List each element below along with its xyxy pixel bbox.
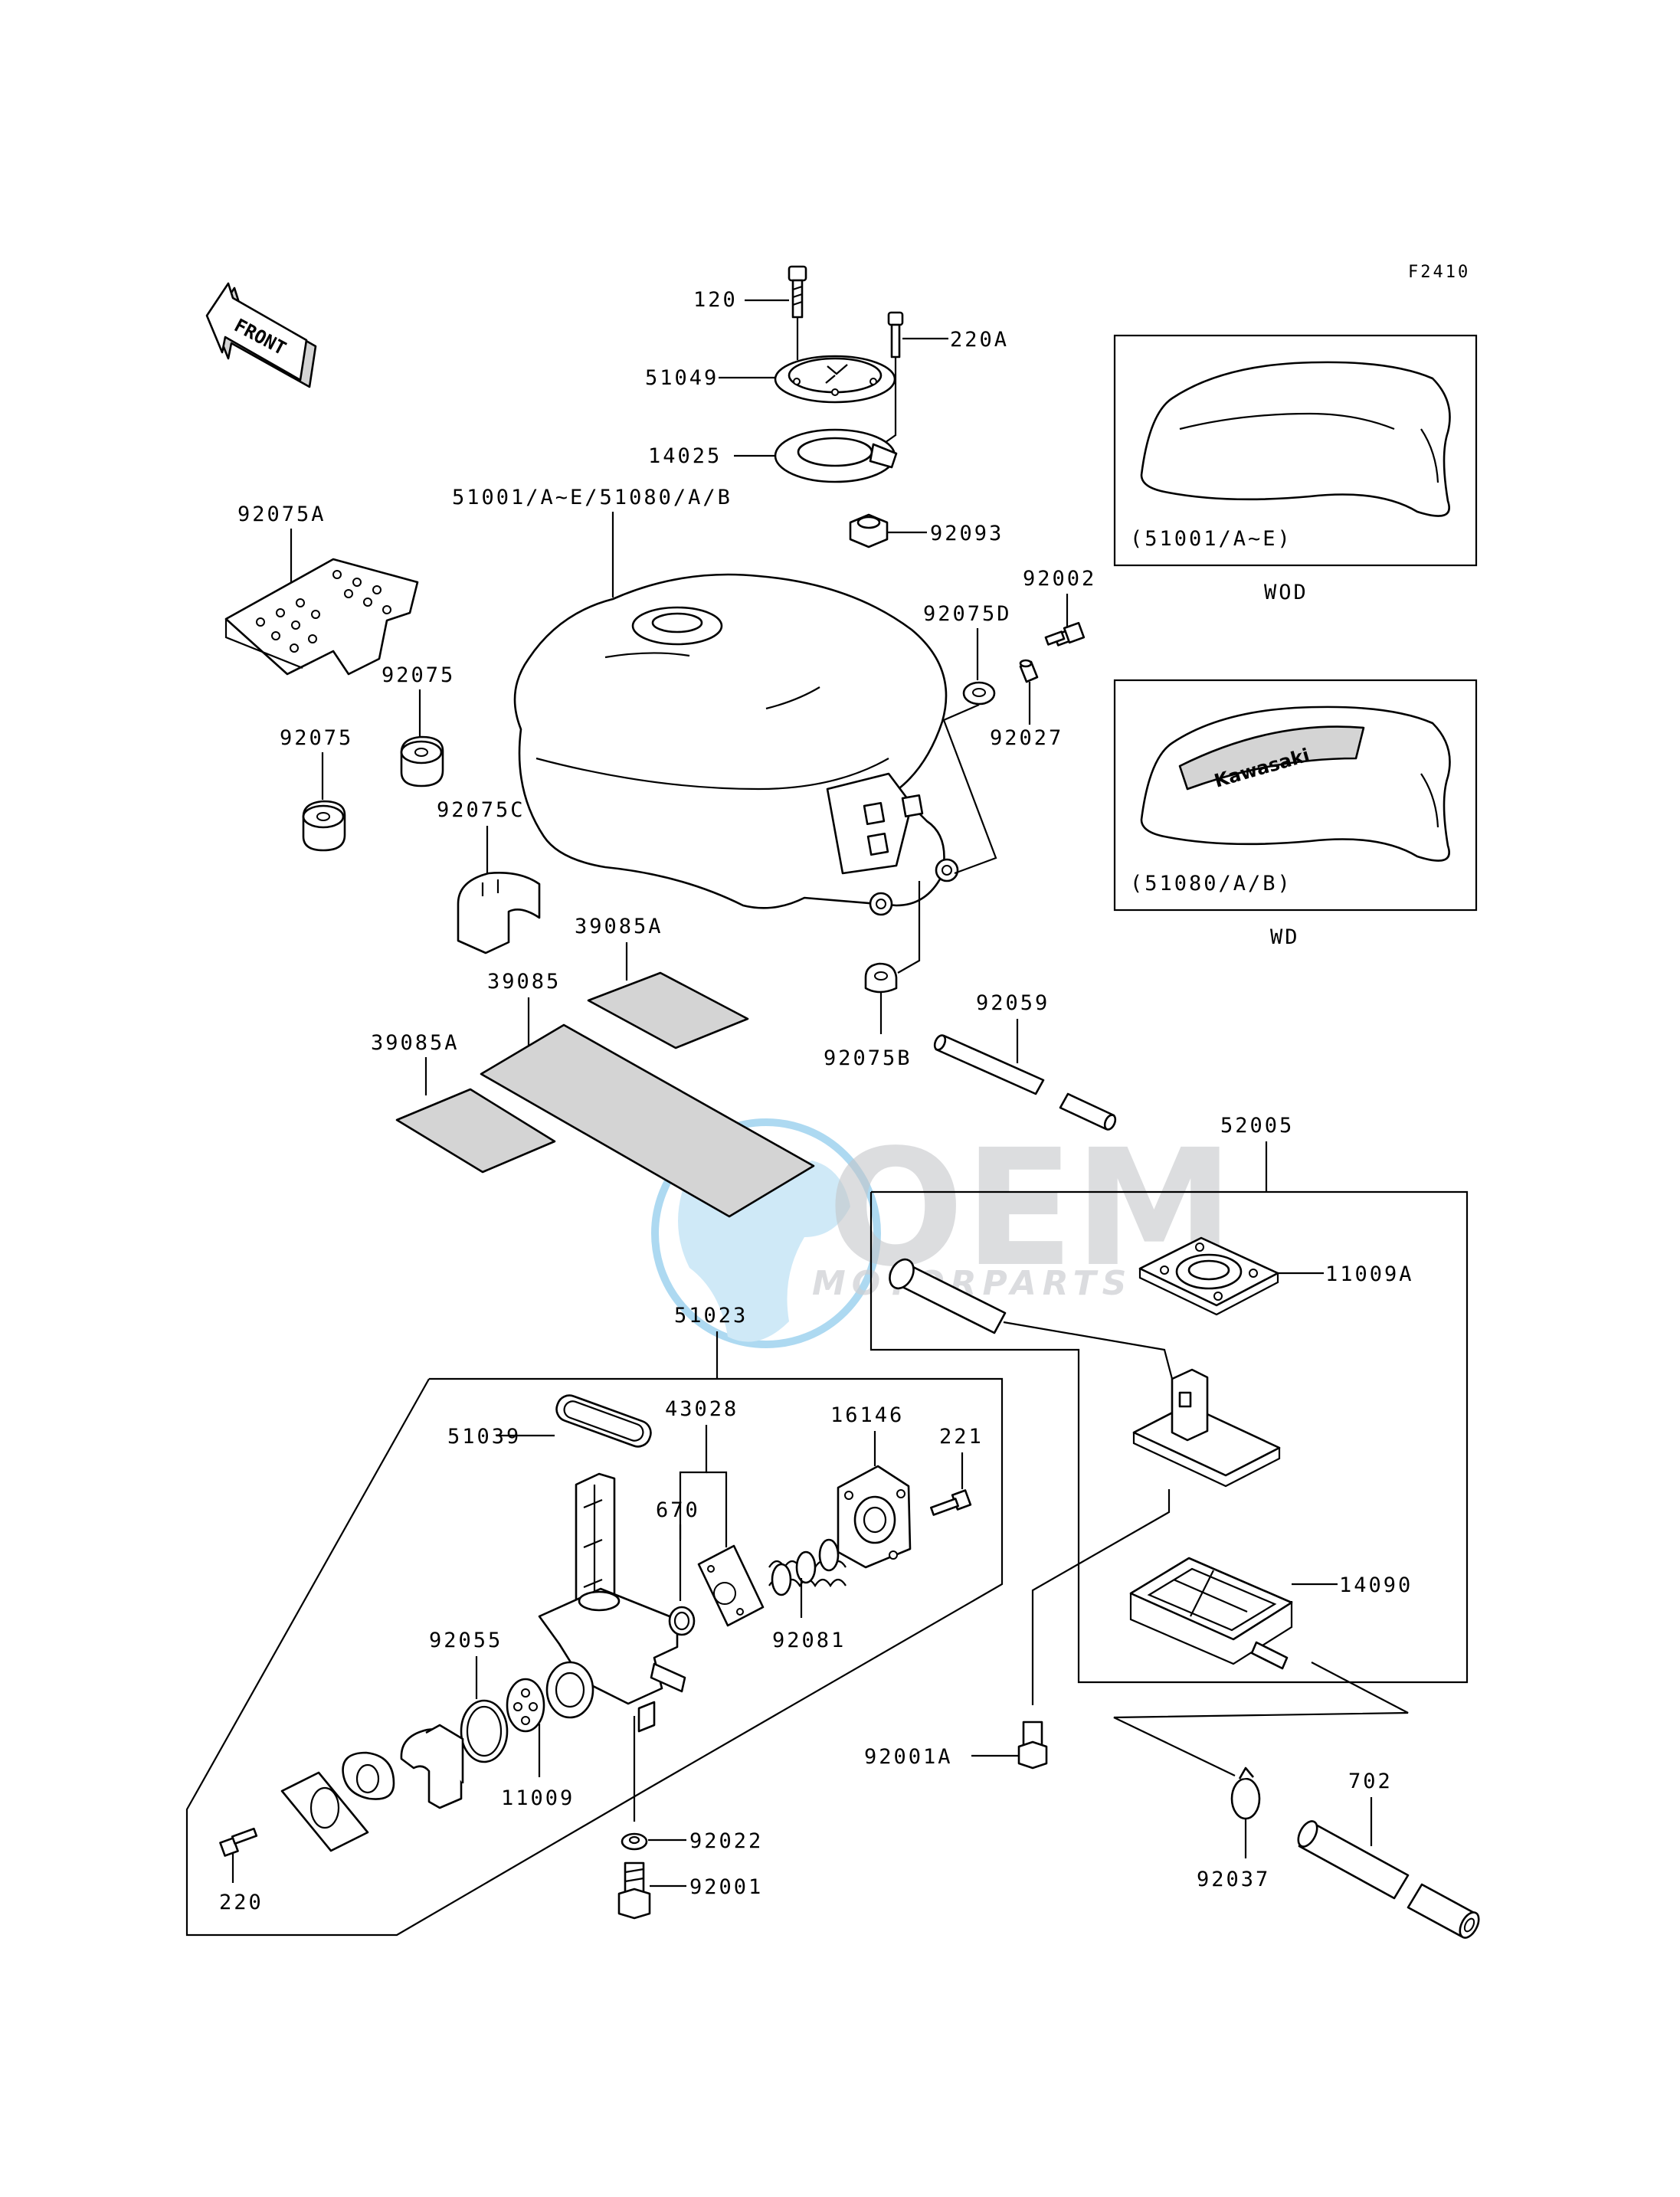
bolt-92001A — [1017, 1721, 1048, 1770]
label-39085A-1: 39085A — [575, 915, 663, 938]
gasket-51039 — [555, 1394, 652, 1448]
label-92037: 92037 — [1197, 1868, 1270, 1891]
bolt-120 — [788, 265, 807, 319]
bracket-52005 — [869, 1190, 1469, 1684]
label-220: 220 — [219, 1891, 264, 1914]
figure-code: F2410 — [1408, 263, 1470, 282]
tank-wod-icon — [1140, 361, 1451, 517]
label-51001: 51001/A~E/51080/A/B — [452, 486, 732, 509]
oring-670 — [668, 1606, 696, 1636]
label-14025: 14025 — [648, 444, 722, 468]
pad-39085A-2 — [395, 1088, 556, 1174]
screw-221 — [930, 1489, 972, 1516]
gasket-14025 — [774, 428, 898, 483]
label-51049: 51049 — [645, 366, 719, 390]
label-92075A: 92075A — [237, 503, 326, 526]
collar-92027 — [1019, 659, 1039, 683]
grommet-92075B — [864, 962, 898, 994]
damper-92075-1 — [400, 735, 444, 787]
tap-mount-plate — [280, 1751, 395, 1852]
inset-wd-label: WD — [1270, 925, 1300, 949]
grommet-92075D — [962, 681, 996, 706]
label-92075B: 92075B — [824, 1046, 912, 1070]
pad-39085A-1 — [587, 971, 749, 1049]
inset-wod — [1113, 334, 1478, 567]
spring-92081 — [768, 1538, 847, 1596]
pad-39085 — [480, 1023, 815, 1218]
label-39085: 39085 — [487, 970, 561, 994]
watermark-globe — [651, 1118, 881, 1348]
bolt-92001 — [617, 1861, 651, 1920]
label-702: 702 — [1348, 1770, 1393, 1793]
rubber-pad-92075A — [224, 558, 419, 676]
inset-wd — [1113, 679, 1478, 912]
label-92001: 92001 — [689, 1875, 763, 1899]
label-92022: 92022 — [689, 1829, 763, 1853]
inset-wd-caption: (51080/A/B) — [1130, 872, 1292, 895]
screw-220A — [887, 311, 904, 359]
label-92075C: 92075C — [437, 798, 526, 822]
label-39085A-2: 39085A — [371, 1031, 460, 1055]
fuel-tank-51001 — [513, 573, 959, 916]
nut-92093 — [849, 513, 889, 548]
cover-16146 — [837, 1465, 912, 1569]
label-14090: 14090 — [1339, 1573, 1413, 1597]
label-11009A: 11009A — [1325, 1262, 1414, 1286]
filter-11009 — [506, 1678, 545, 1733]
fuel-tap-lever — [400, 1724, 464, 1809]
bracket-51023 — [185, 1377, 1004, 1937]
label-92075-1: 92075 — [382, 663, 455, 687]
label-92002: 92002 — [1023, 567, 1096, 591]
label-51023: 51023 — [674, 1304, 748, 1328]
fuel-level-sensor — [889, 1258, 1281, 1488]
label-92001A: 92001A — [864, 1745, 953, 1769]
label-670: 670 — [656, 1498, 700, 1522]
label-221: 221 — [939, 1425, 984, 1449]
diaphragm-43028 — [697, 1544, 765, 1627]
label-92075-2: 92075 — [280, 726, 353, 750]
label-220A: 220A — [950, 328, 1009, 352]
clamp-92037 — [1230, 1766, 1261, 1820]
fuel-cap-51049 — [774, 355, 896, 404]
label-92059: 92059 — [976, 991, 1050, 1015]
fuel-tap-body — [538, 1472, 686, 1733]
filter-14090 — [1129, 1557, 1293, 1670]
tank-wd-icon: Kawasaki — [1140, 706, 1451, 862]
label-120: 120 — [693, 288, 738, 312]
hose-92059 — [933, 1034, 1117, 1131]
bolt-92002 — [1044, 621, 1086, 647]
label-92093: 92093 — [930, 522, 1004, 545]
clip-92075C — [457, 872, 541, 954]
label-43028: 43028 — [665, 1397, 738, 1421]
oring-92055 — [460, 1699, 509, 1763]
screw-220 — [219, 1827, 258, 1857]
front-arrow-icon: FRONT — [205, 282, 317, 388]
washer-92022 — [621, 1832, 648, 1851]
hose-702 — [1297, 1820, 1480, 1939]
inset-wod-caption: (51001/A~E) — [1130, 527, 1292, 551]
damper-92075-2 — [302, 800, 346, 852]
label-52005: 52005 — [1220, 1114, 1294, 1138]
label-51039: 51039 — [447, 1425, 521, 1449]
label-11009: 11009 — [501, 1786, 575, 1810]
label-92055: 92055 — [429, 1629, 503, 1652]
inset-wod-label: WOD — [1264, 581, 1308, 604]
label-16146: 16146 — [830, 1403, 904, 1427]
label-92081: 92081 — [772, 1629, 846, 1652]
label-92027: 92027 — [990, 726, 1063, 750]
label-92075D: 92075D — [923, 602, 1012, 626]
